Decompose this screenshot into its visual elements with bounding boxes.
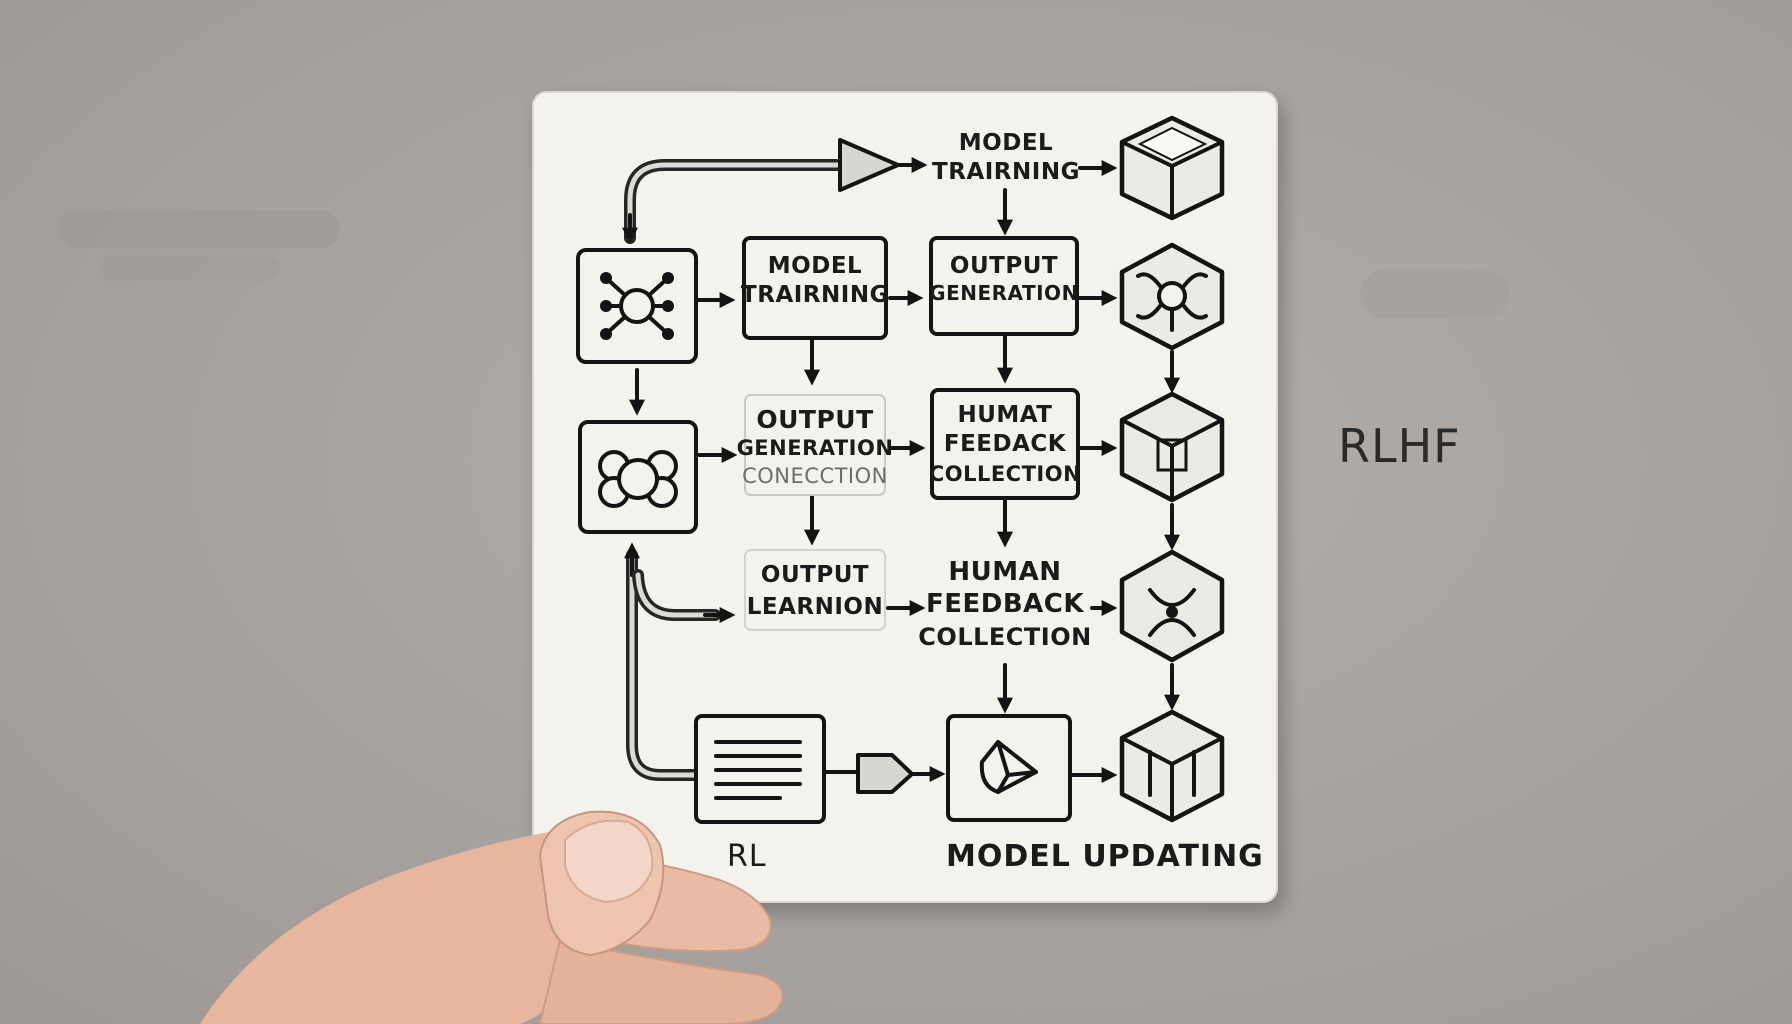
node-row2-output-generation: OUTPUT GENERATION CONECCTION <box>737 394 894 496</box>
left-loop-pipe-arrow-icon <box>624 542 736 781</box>
flow-arrows <box>629 160 1180 783</box>
svg-text:CONECCTION: CONECCTION <box>742 464 888 488</box>
node-mid-output-generation: OUTPUT GENERATION <box>929 236 1079 336</box>
document-list-icon <box>694 714 826 824</box>
node-row2-human-feedback: HUMAT FEEDACK COLLECTION <box>929 388 1081 500</box>
svg-text:OUTPUT: OUTPUT <box>756 405 873 434</box>
rl-label: RL <box>727 839 767 874</box>
svg-text:HUMAN: HUMAN <box>948 557 1061 587</box>
svg-text:COLLECTION: COLLECTION <box>929 462 1081 486</box>
bottom-pipe-arrow-icon <box>824 753 946 794</box>
rlhf-label: RLHF <box>1338 419 1461 473</box>
node-row3-output-learning: OUTPUT LEARNION <box>744 549 886 631</box>
svg-text:FEEDACK: FEEDACK <box>944 431 1067 457</box>
cube-icon-3 <box>1119 391 1225 503</box>
cube-icon-2 <box>1119 242 1225 351</box>
background-blur <box>60 210 1510 318</box>
cube-icon-1 <box>1119 115 1225 221</box>
triangle-shape-icon <box>946 714 1072 822</box>
top-loop-pipe-arrow-icon <box>622 138 928 244</box>
svg-text:FEEDBACK: FEEDBACK <box>926 589 1084 619</box>
cube-icon-5 <box>1119 709 1225 823</box>
hand <box>200 810 784 1024</box>
node-top-training: MODEL TRAIRNING <box>932 130 1080 185</box>
svg-text:GENERATION: GENERATION <box>929 281 1079 305</box>
network-node-icon <box>576 248 698 364</box>
svg-text:GENERATION: GENERATION <box>737 436 894 460</box>
diagram-card <box>532 91 1278 903</box>
svg-text:LEARNION: LEARNION <box>747 594 884 620</box>
svg-text:TRAIRNING: TRAIRNING <box>741 282 889 308</box>
svg-text:OUTPUT: OUTPUT <box>950 253 1058 279</box>
svg-text:MODEL: MODEL <box>959 130 1053 156</box>
cluster-icon <box>578 420 698 534</box>
svg-text:OUTPUT: OUTPUT <box>761 562 869 588</box>
model-updating-label: MODEL UPDATING <box>946 839 1264 874</box>
svg-text:HUMAT: HUMAT <box>957 402 1052 428</box>
svg-text:MODEL: MODEL <box>768 253 862 279</box>
svg-text:TRAIRNING: TRAIRNING <box>932 159 1080 185</box>
node-mid-training: MODEL TRAIRNING <box>741 236 889 340</box>
svg-text:COLLECTION: COLLECTION <box>918 623 1091 651</box>
node-row3-human-feedback: HUMAN FEEDBACK COLLECTION <box>918 557 1091 651</box>
cube-icon-4 <box>1119 549 1225 663</box>
